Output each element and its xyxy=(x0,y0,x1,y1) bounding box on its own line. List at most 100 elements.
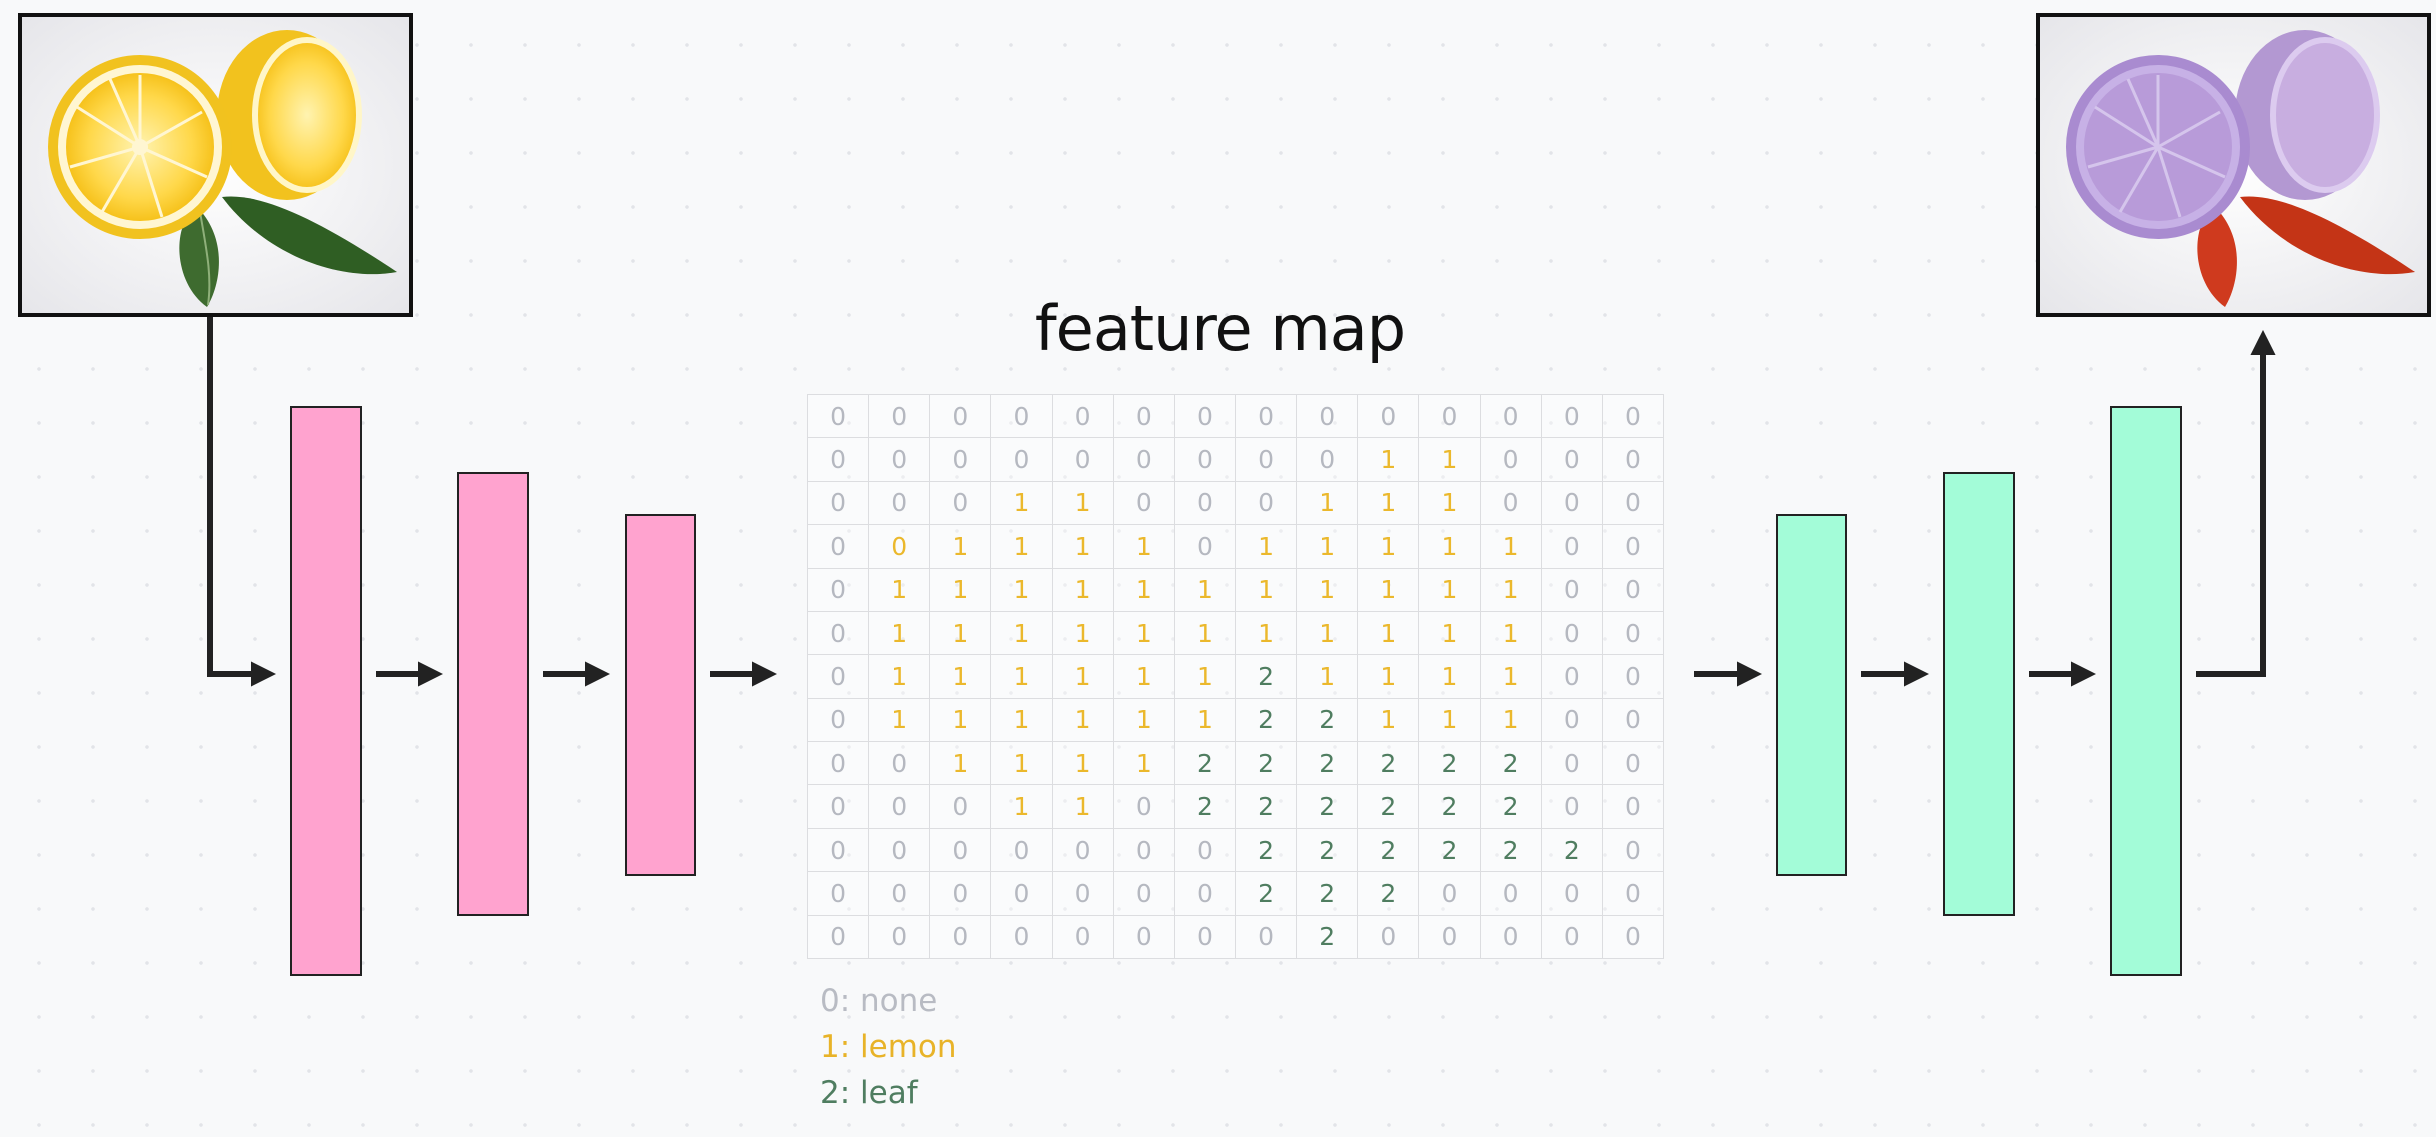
input-lemon-photo xyxy=(18,13,413,317)
feature-cell: 0 xyxy=(991,915,1053,959)
segmented-lemon-illustration xyxy=(2040,17,2427,313)
feature-cell: 0 xyxy=(1052,828,1114,873)
feature-cell: 1 xyxy=(1235,568,1298,612)
legend-none: 0: none xyxy=(820,983,938,1019)
feature-cell: 0 xyxy=(1419,915,1481,959)
feature-cell: 2 xyxy=(1235,698,1298,743)
feature-cell: 0 xyxy=(1113,872,1175,916)
feature-cell: 0 xyxy=(1235,438,1298,482)
feature-cell: 2 xyxy=(1235,655,1298,699)
feature-cell: 1 xyxy=(1419,438,1481,482)
encoder-layer-3 xyxy=(625,514,696,876)
feature-cell: 0 xyxy=(1052,438,1114,482)
feature-cell: 1 xyxy=(1419,481,1481,526)
feature-cell: 0 xyxy=(1113,785,1175,829)
feature-cell: 1 xyxy=(1419,655,1481,699)
feature-cell: 1 xyxy=(991,785,1053,829)
feature-cell: 2 xyxy=(1297,785,1359,829)
feature-cell: 0 xyxy=(1113,915,1175,959)
feature-cell: 0 xyxy=(1419,872,1481,916)
decoder-to-output-arrow xyxy=(2196,329,2276,677)
feature-cell: 0 xyxy=(1174,872,1236,916)
feature-cell: 0 xyxy=(930,438,992,482)
feature-cell: 1 xyxy=(991,525,1053,569)
feature-cell: 2 xyxy=(1358,742,1420,786)
feature-cell: 2 xyxy=(1235,872,1298,916)
feature-cell: 2 xyxy=(1297,698,1359,743)
feature-cell: 0 xyxy=(1297,438,1359,482)
feature-cell: 0 xyxy=(808,395,870,439)
decoder-layer-1 xyxy=(1776,514,1847,876)
feature-cell: 1 xyxy=(1113,611,1175,656)
feature-cell: 1 xyxy=(1358,481,1420,526)
feature-cell: 1 xyxy=(869,698,931,743)
feature-cell: 0 xyxy=(1052,915,1114,959)
feature-cell: 0 xyxy=(808,785,870,829)
feature-cell: 2 xyxy=(1358,872,1420,916)
feature-cell: 1 xyxy=(869,655,931,699)
feature-map-title: feature map xyxy=(1034,292,1406,365)
feature-cell: 1 xyxy=(1358,698,1420,743)
feature-cell: 1 xyxy=(1358,438,1420,482)
feature-cell: 2 xyxy=(1297,742,1359,786)
feature-cell: 0 xyxy=(1480,915,1542,959)
feature-cell: 0 xyxy=(1541,395,1603,439)
feature-cell: 2 xyxy=(1480,785,1542,829)
feature-cell: 1 xyxy=(1480,655,1542,699)
feature-cell: 1 xyxy=(1113,655,1175,699)
feature-cell: 1 xyxy=(1419,568,1481,612)
feature-cell: 2 xyxy=(1297,828,1359,873)
feature-cell: 2 xyxy=(1174,785,1236,829)
feature-cell: 0 xyxy=(808,742,870,786)
feature-cell: 1 xyxy=(869,611,931,656)
feature-cell: 2 xyxy=(1541,828,1603,873)
encoder-layer-2 xyxy=(457,472,529,916)
feature-cell: 0 xyxy=(930,395,992,439)
feature-cell: 0 xyxy=(1602,828,1664,873)
feature-cell: 0 xyxy=(1113,828,1175,873)
decoder-layer-2 xyxy=(1943,472,2015,916)
feature-cell: 1 xyxy=(1358,568,1420,612)
feature-cell: 0 xyxy=(808,828,870,873)
feature-cell: 0 xyxy=(930,785,992,829)
feature-cell: 1 xyxy=(1113,742,1175,786)
feature-cell: 0 xyxy=(991,828,1053,873)
feature-cell: 1 xyxy=(930,655,992,699)
feature-cell: 0 xyxy=(1174,525,1236,569)
feature-cell: 0 xyxy=(1541,785,1603,829)
feature-cell: 2 xyxy=(1419,785,1481,829)
feature-cell: 1 xyxy=(1235,525,1298,569)
feature-cell: 2 xyxy=(1419,828,1481,873)
feature-cell: 0 xyxy=(869,395,931,439)
feature-cell: 0 xyxy=(1174,828,1236,873)
feature-cell: 0 xyxy=(1174,438,1236,482)
feature-cell: 0 xyxy=(1602,872,1664,916)
feature-cell: 1 xyxy=(1419,698,1481,743)
feature-cell: 0 xyxy=(1602,915,1664,959)
feature-cell: 2 xyxy=(1358,828,1420,873)
feature-cell: 1 xyxy=(1174,568,1236,612)
leaf-shape xyxy=(222,196,397,275)
feature-cell: 0 xyxy=(869,525,931,569)
feature-cell: 0 xyxy=(869,872,931,916)
feature-cell: 0 xyxy=(808,655,870,699)
feature-cell: 1 xyxy=(991,568,1053,612)
feature-cell: 0 xyxy=(1235,915,1298,959)
feature-cell: 1 xyxy=(930,568,992,612)
feature-cell: 0 xyxy=(930,915,992,959)
feature-cell: 2 xyxy=(1480,742,1542,786)
feature-cell: 2 xyxy=(1174,742,1236,786)
feature-cell: 1 xyxy=(1052,785,1114,829)
feature-cell: 0 xyxy=(930,828,992,873)
feature-cell: 1 xyxy=(1480,525,1542,569)
feature-cell: 0 xyxy=(869,438,931,482)
feature-cell: 1 xyxy=(1480,698,1542,743)
feature-cell: 1 xyxy=(1297,655,1359,699)
feature-cell: 0 xyxy=(1541,872,1603,916)
feature-cell: 1 xyxy=(1174,611,1236,656)
feature-cell: 0 xyxy=(1113,438,1175,482)
feature-cell: 0 xyxy=(808,481,870,526)
